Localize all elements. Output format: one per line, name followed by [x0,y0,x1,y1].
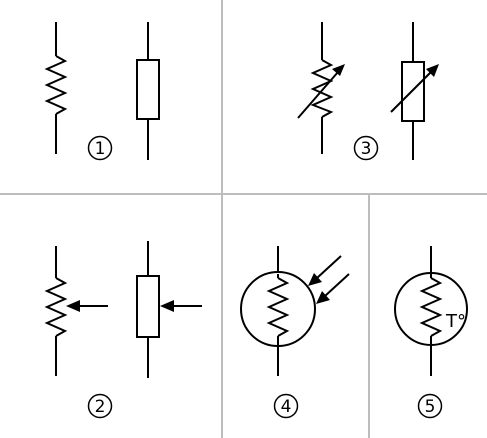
rectangle-resistor-symbol [136,22,160,160]
panel-number: 1 [95,139,106,159]
panel-4-photoresistor: 4 [240,246,350,419]
panel-2-potentiometer: 2 [44,241,202,419]
variable-arrowhead [332,64,345,76]
variable-arrow-line [297,71,339,119]
panel-number: 3 [361,139,372,159]
panel-number-badge: 2 [87,393,113,419]
temperature-label: T° [445,311,466,332]
component-body-circle [394,272,468,346]
rectangle-variable-resistor-symbol [390,22,439,160]
zigzag-potentiometer-symbol [44,246,108,376]
thermistor-symbol: T° [394,246,468,376]
panel-number-badge: 1 [87,135,113,161]
wiper-arrowhead [160,300,174,312]
light-arrows [308,255,350,304]
panel-number: 4 [281,397,292,417]
zigzag-variable-resistor-symbol [297,22,345,154]
panel-number: 5 [425,397,436,417]
zigzag-resistor-symbol [44,22,68,154]
wiper-arrowhead [66,300,80,312]
panel-5-thermistor: T° 5 [394,246,468,419]
variable-arrow-line [390,71,432,113]
panel-number-badge: 4 [273,393,299,419]
variable-arrowhead [426,64,439,77]
panel-1-fixed-resistor: 1 [44,22,160,161]
rectangle-potentiometer-symbol [136,241,202,378]
panel-number: 2 [95,397,106,417]
panel-number-badge: 5 [417,393,443,419]
panel-number-badge: 3 [353,135,379,161]
photoresistor-symbol [240,246,350,376]
panel-3-variable-resistor: 3 [297,22,439,161]
